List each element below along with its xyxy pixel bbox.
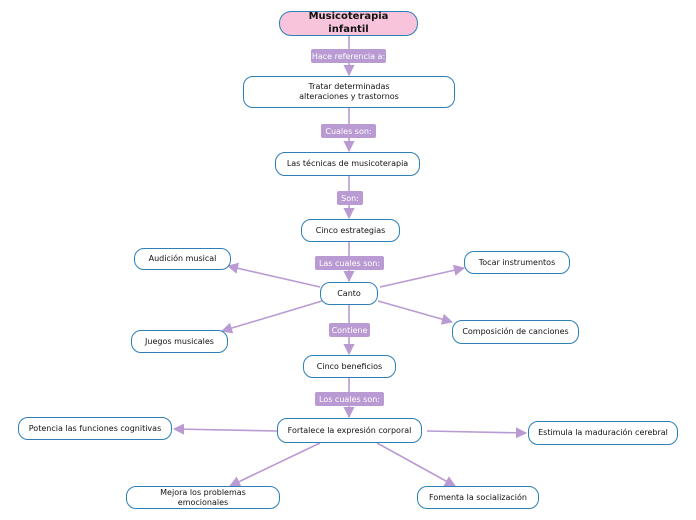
node-fortalece-expresion[interactable]: Fortalece la expresión corporal xyxy=(277,418,422,443)
connector-n10-to-n13 xyxy=(228,442,321,487)
link-label-contiene: Contiene xyxy=(329,323,370,337)
node-composicion-canciones[interactable]: Composición de canciones xyxy=(452,320,579,344)
link-label-son: Son: xyxy=(337,191,363,205)
node-tratar-alteraciones[interactable]: Tratar determinadas alteraciones y trast… xyxy=(243,76,455,108)
root-node-title[interactable]: Musicoterapia infantil xyxy=(279,11,418,36)
node-juegos-musicales[interactable]: Juegos musicales xyxy=(131,330,228,353)
node-tocar-instrumentos[interactable]: Tocar instrumentos xyxy=(464,251,570,274)
node-estimula-maduracion[interactable]: Estimula la maduración cerebral xyxy=(528,421,678,445)
node-cinco-beneficios[interactable]: Cinco beneficios xyxy=(303,355,396,378)
node-canto[interactable]: Canto xyxy=(320,282,378,305)
node-potencia-funciones[interactable]: Potencia las funciones cognitivas xyxy=(18,417,172,440)
connector-n4-to-n7 xyxy=(220,300,323,334)
node-audicion-musical[interactable]: Audición musical xyxy=(134,248,231,270)
connector-n10-to-n14 xyxy=(376,442,456,487)
connector-n10-to-n12 xyxy=(426,427,528,439)
connector-n4-to-n8 xyxy=(377,300,454,325)
node-mejora-problemas[interactable]: Mejora los problemas emocionales xyxy=(126,486,280,509)
node-tecnicas-musicoterapia[interactable]: Las técnicas de musicoterapia xyxy=(275,152,420,176)
connector-n4-to-n5 xyxy=(226,262,321,288)
link-label-los-cuales-son: Los cuales son: xyxy=(315,392,384,406)
node-fomenta-socializacion[interactable]: Fomenta la socialización xyxy=(417,486,539,509)
connector-n10-to-n11 xyxy=(172,423,278,435)
connector-n4-to-n6 xyxy=(379,264,466,288)
link-label-hace-referencia: Hace referencia a: xyxy=(311,49,386,63)
link-label-las-cuales-son: Las cuales son: xyxy=(315,256,384,270)
node-cinco-estrategias[interactable]: Cinco estrategias xyxy=(301,219,400,242)
link-label-cuales-son: Cuales son: xyxy=(321,124,376,138)
